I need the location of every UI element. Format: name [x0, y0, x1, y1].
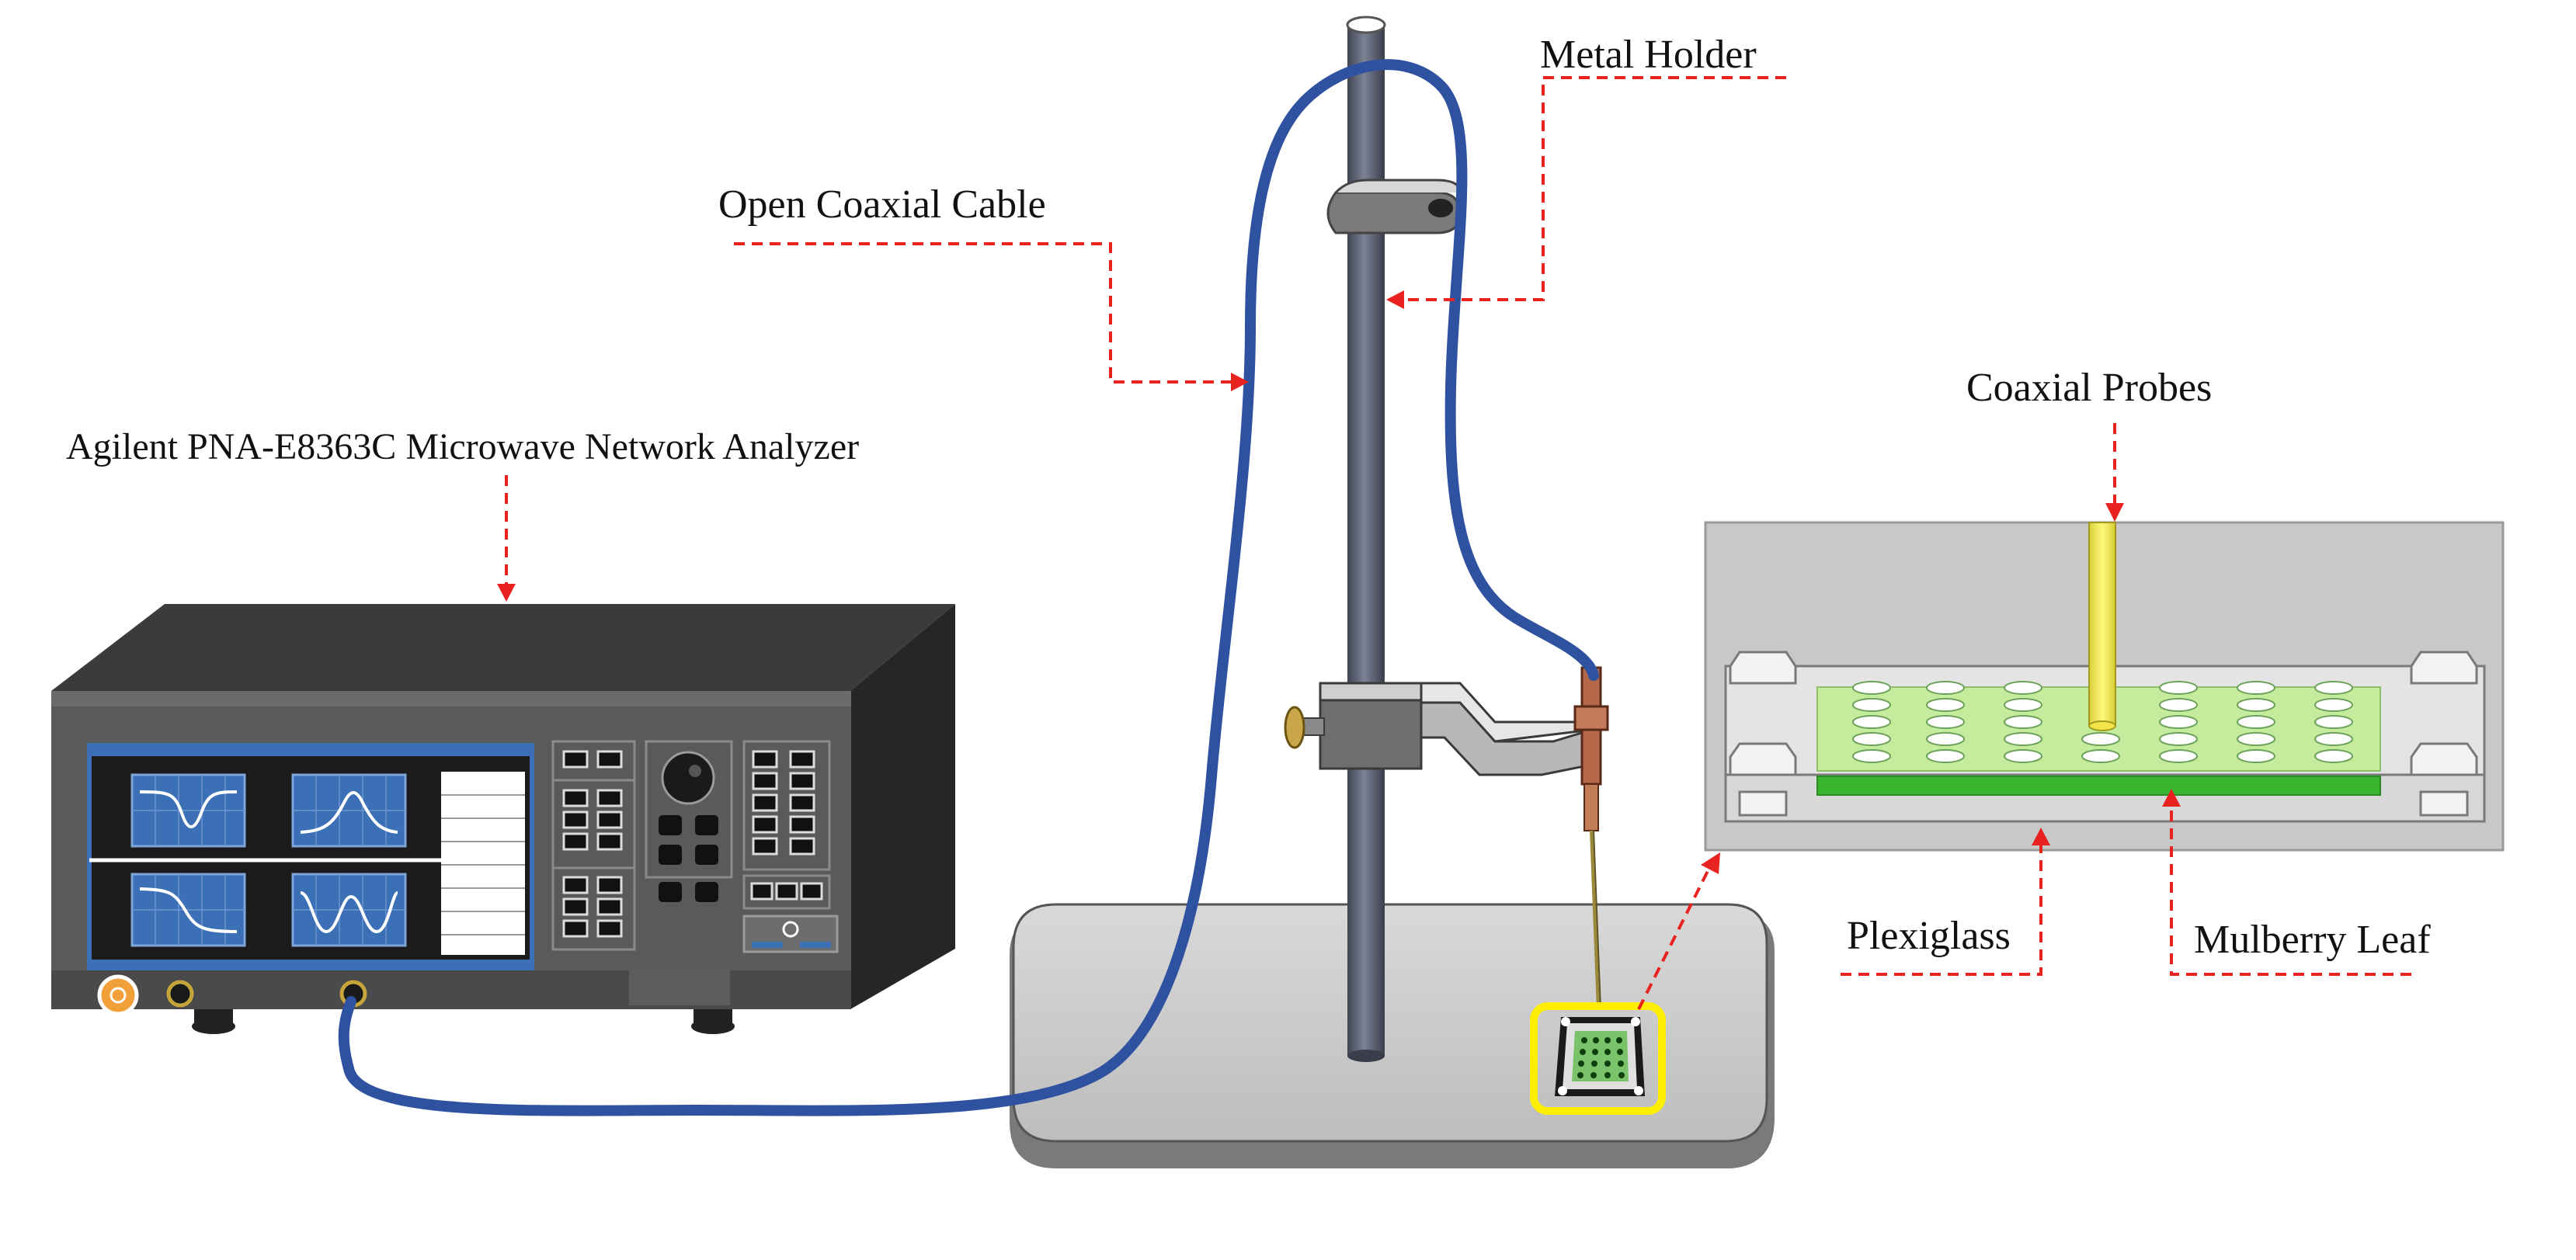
- label-coaxial-probes: Coaxial Probes: [1966, 366, 2213, 410]
- network-analyzer: [51, 604, 955, 1034]
- leader-line-inset: [1637, 869, 1710, 1010]
- label-plexiglass: Plexiglass: [1847, 914, 2011, 958]
- control-knob: [661, 751, 715, 805]
- highlight-box: [1530, 1002, 1666, 1115]
- screen-menu-panel: [441, 772, 525, 955]
- label-metal-holder: Metal Holder: [1540, 33, 1757, 77]
- label-network-analyzer: Agilent PNA-E8363C Microwave Network Ana…: [66, 426, 860, 467]
- sample-fixture: [1530, 1002, 1666, 1115]
- label-mulberry-leaf: Mulberry Leaf: [2194, 918, 2431, 962]
- keypad-left: [551, 740, 636, 951]
- stand: [1010, 16, 1775, 1168]
- keypad-right: [742, 740, 839, 953]
- leader-line-metal-holder: [1398, 76, 1786, 301]
- upper-clamp: [1326, 179, 1462, 234]
- sample-holes: [1852, 681, 2353, 763]
- port-connector: [166, 980, 194, 1008]
- leader-line-plexiglass: [1841, 842, 2042, 976]
- coaxial-cable: [338, 59, 1599, 1116]
- leader-lines: [505, 76, 2411, 1010]
- coaxial-probe: [2088, 522, 2116, 727]
- clamp-screw: [1284, 706, 1305, 749]
- bolts: [1729, 651, 2478, 817]
- knob-section: [645, 740, 733, 902]
- arrowheads: [497, 290, 2181, 874]
- inset-detail: [1704, 521, 2505, 852]
- leader-line-open-coaxial-cable: [734, 242, 1235, 384]
- leader-line-mulberry-leaf: [2170, 804, 2411, 976]
- analyzer-top: [51, 604, 955, 691]
- mulberry-leaf-strip: [1816, 776, 2381, 796]
- label-open-coaxial-cable: Open Coaxial Cable: [718, 182, 1046, 227]
- support-rod: [1347, 23, 1385, 1056]
- analyzer-side: [850, 604, 955, 1009]
- lower-clamp: [1284, 682, 1595, 776]
- power-button: [97, 974, 139, 1016]
